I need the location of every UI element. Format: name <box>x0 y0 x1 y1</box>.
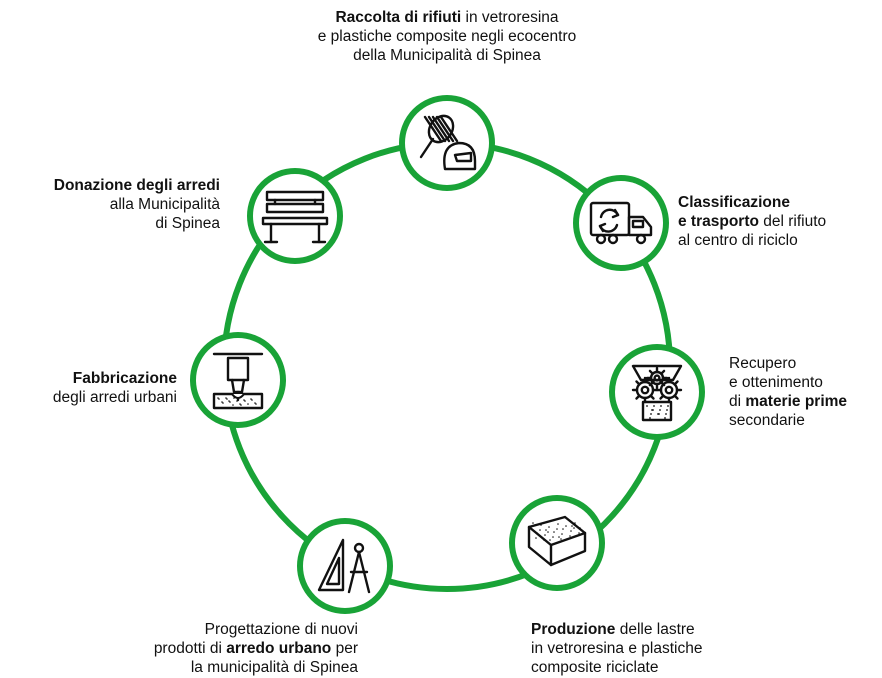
label-text: delle lastre <box>615 621 695 638</box>
panel-sheet-icon <box>527 515 587 567</box>
label-line: e plastiche composite negli ecocentro <box>318 27 576 46</box>
label-text: al centro di riciclo <box>678 232 798 249</box>
label-bold-text: e trasporto <box>678 213 759 230</box>
label-line: Classificazione <box>678 193 826 212</box>
step-node-classificazione <box>573 175 669 271</box>
label-text: Progettazione di nuovi <box>204 621 358 638</box>
gear-shredder-icon <box>631 364 683 422</box>
label-text: di <box>729 393 746 410</box>
step-node-raccolta <box>399 95 495 191</box>
bench-icon <box>261 190 329 244</box>
label-text: Recupero <box>729 355 797 372</box>
label-text: di Spinea <box>155 215 220 232</box>
label-line: di Spinea <box>54 214 220 233</box>
label-line: prodotti di arredo urbano per <box>154 639 358 658</box>
label-line: degli arredi urbani <box>53 388 177 407</box>
step-node-donazione <box>247 168 343 264</box>
label-text: degli arredi urbani <box>52 389 177 406</box>
label-line: Fabbricazione <box>53 369 177 388</box>
label-line: la municipalità di Spinea <box>154 658 358 677</box>
step-circle <box>297 518 393 614</box>
step-node-recupero <box>609 344 705 440</box>
label-text: e plastiche composite negli ecocentro <box>317 28 577 45</box>
label-line: alla Municipalità <box>54 195 220 214</box>
step-label-fabbricazione: Fabbricazione degli arredi urbani <box>53 369 177 407</box>
label-text: in vetroresina e plastiche <box>531 640 703 657</box>
label-text: alla Municipalità <box>109 196 220 213</box>
step-node-produzione <box>509 495 605 591</box>
label-text: del rifiuto <box>758 213 827 230</box>
label-bold-text: Produzione <box>531 621 616 638</box>
label-bold-text: Classificazione <box>678 194 790 211</box>
label-bold-text: Donazione degli arredi <box>53 177 220 194</box>
label-line: e ottenimento <box>729 373 847 392</box>
label-text: prodotti di <box>153 640 227 657</box>
step-label-donazione: Donazione degli arredi alla Municipalità d… <box>54 176 220 233</box>
label-line: della Municipalità di Spinea <box>318 46 576 65</box>
label-line: in vetroresina e plastiche <box>531 639 702 658</box>
step-circle <box>399 95 495 191</box>
label-bold-text: arredo urbano <box>226 640 332 657</box>
step-node-fabbricazione <box>190 332 286 428</box>
label-text: per <box>331 640 358 657</box>
label-bold-text: materie prime <box>745 393 848 410</box>
label-line: e trasporto del rifiuto <box>678 212 826 231</box>
racket-helmet-icon <box>419 114 477 171</box>
step-circle <box>609 344 705 440</box>
label-line: di materie prime <box>729 392 847 411</box>
label-text: la municipalità di Spinea <box>190 659 358 676</box>
label-text: e ottenimento <box>729 374 823 391</box>
label-text: della Municipalità di Spinea <box>353 47 541 64</box>
label-line: Progettazione di nuovi <box>154 620 358 639</box>
triangle-compass-icon <box>317 538 371 594</box>
label-text: in vetroresina <box>461 9 559 26</box>
label-line: Donazione degli arredi <box>54 176 220 195</box>
label-line: composite riciclate <box>531 658 702 677</box>
label-text: composite riciclate <box>531 659 659 676</box>
label-bold-text: Raccolta di rifiuti <box>335 9 462 26</box>
label-line: al centro di riciclo <box>678 231 826 250</box>
label-line: secondarie <box>729 411 847 430</box>
label-bold-text: Fabbricazione <box>72 370 177 387</box>
step-node-progettazione <box>297 518 393 614</box>
label-line: Recupero <box>729 354 847 373</box>
label-text: secondarie <box>729 412 805 429</box>
step-circle <box>573 175 669 271</box>
cnc-drill-icon <box>212 352 264 410</box>
label-line: Produzione delle lastre <box>531 620 702 639</box>
recycle-truck-icon <box>589 201 653 245</box>
step-circle <box>247 168 343 264</box>
label-line: Raccolta di rifiuti in vetroresina <box>318 8 576 27</box>
